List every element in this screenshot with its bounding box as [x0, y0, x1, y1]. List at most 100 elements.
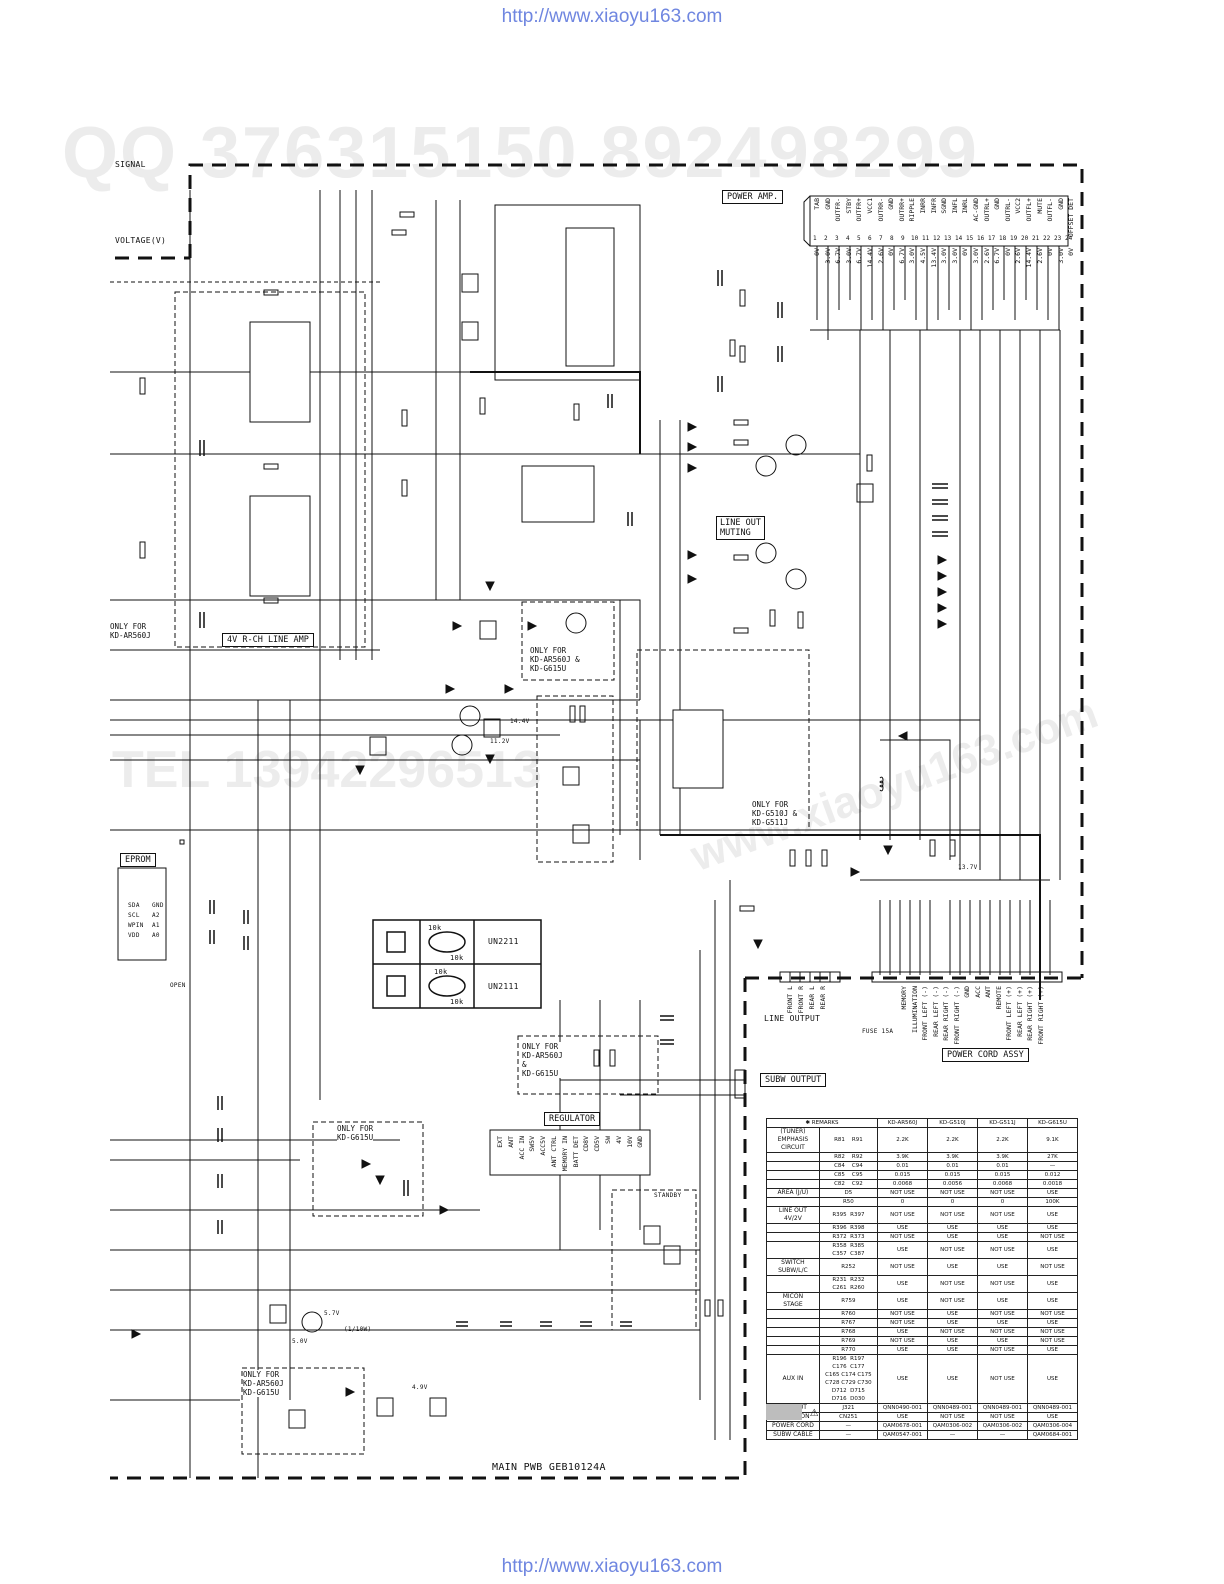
digital-transistors: [269, 273, 874, 1429]
power-amp-pin-name: OUTRL-: [1003, 198, 1012, 222]
table-cell-value: NOT USE: [976, 1309, 1028, 1319]
table-cell-part: D5: [818, 1188, 878, 1198]
power-amp-pin-voltage: 4.5V: [919, 248, 927, 264]
line-output-pin-name: REAR R: [819, 986, 827, 1010]
table-cell-value: USE: [976, 1292, 1028, 1310]
transistors: [301, 434, 807, 1333]
table-cell-value: NOT USE: [1026, 1232, 1079, 1242]
v49-label: 4.9V: [412, 1384, 428, 1391]
table-cell-value: NOT USE: [926, 1275, 978, 1293]
only-for-ar560-g615-b-label: ONLY FOR KD-AR560J & KD-G615U: [522, 1042, 563, 1078]
eprom-pin-name: WPIN: [128, 922, 144, 929]
svg-text:24: 24: [1065, 235, 1073, 242]
power-amp-pin-voltage: 2.6V: [1035, 248, 1044, 264]
table-cell-value: —: [1026, 1161, 1079, 1171]
power-amp-pin-voltage: 6.7V: [834, 248, 843, 264]
tr-table-part-b: UN2111: [488, 982, 519, 991]
power-cord-pin-name: ANT: [984, 986, 992, 998]
table-cell-part: R81 R91: [818, 1127, 878, 1153]
power-amp-pin-voltage: 0V: [961, 248, 970, 256]
regulator-ic: [489, 1129, 651, 1176]
table-cell-group: [766, 1170, 820, 1180]
svg-text:1: 1: [813, 235, 817, 242]
eprom-pin-name: A1: [152, 922, 160, 929]
table-cell-part: R767: [818, 1318, 878, 1328]
table-cell-group: [766, 1309, 820, 1319]
table-cell-value: QAM0547-001: [876, 1430, 928, 1440]
table-cell-value: NOT USE: [1026, 1309, 1079, 1319]
power-amp-pin-name: OUTFR-: [834, 198, 843, 222]
svg-text:5: 5: [857, 235, 861, 242]
table-header-g511j: KD-G511J: [976, 1118, 1028, 1128]
table-cell-value: USE: [876, 1241, 928, 1259]
table-cell-value: NOT USE: [926, 1412, 978, 1422]
table-cell-value: NOT USE: [926, 1241, 978, 1259]
table-cell-part: R231 R232 C261 R260: [818, 1275, 878, 1293]
table-cell-value: —: [976, 1430, 1028, 1440]
table-cell-value: NOT USE: [1026, 1258, 1079, 1276]
power-amp-pin-voltage: 2.6V: [1014, 248, 1023, 264]
table-cell-value: 2.2K: [926, 1127, 978, 1153]
table-cell-group: [766, 1161, 820, 1171]
table-cell-value: USE: [1026, 1206, 1079, 1224]
amp-switch-ic-top: [565, 227, 615, 367]
table-cell-value: QAM0306-002: [926, 1421, 978, 1431]
table-cell-value: 0.015: [976, 1170, 1028, 1180]
table-cell-value: USE: [976, 1232, 1028, 1242]
table-cell-value: USE: [876, 1275, 928, 1293]
header-url[interactable]: http://www.xiaoyu163.com: [501, 6, 723, 27]
only-for-g510-g511-label: ONLY FOR KD-G510J & KD-G511J: [752, 800, 798, 827]
table-cell-value: NOT USE: [876, 1188, 928, 1198]
power-amp-pin-voltage: 3.0V: [940, 248, 949, 264]
table-cell-value: 3.9K: [926, 1152, 978, 1162]
v11-label: 11.2V: [490, 738, 510, 745]
table-cell-value: USE: [876, 1292, 928, 1310]
power-amp-pin-voltage: 2.6V: [982, 248, 991, 264]
safety-legend-swatch: [766, 1404, 802, 1420]
table-cell-value: 0.01: [976, 1161, 1028, 1171]
footer-url[interactable]: http://www.xiaoyu163.com: [501, 1556, 723, 1577]
power-amp-pin-name: INRR: [919, 198, 927, 214]
tr-table-r2-a: 10k: [450, 954, 464, 962]
power-amp-pin-name: GND: [823, 198, 832, 210]
eprom-pin-name: VDD: [128, 932, 140, 939]
power-amp-pin-voltage: 14.4V: [1025, 248, 1033, 268]
table-cell-value: USE: [1026, 1292, 1079, 1310]
v13-label: 13.7V: [958, 864, 978, 871]
regulator-pin-name: BATT DET: [571, 1136, 580, 1168]
table-cell-value: NOT USE: [926, 1188, 978, 1198]
table-cell-value: USE: [926, 1258, 978, 1276]
power-amp-pin-name: OUTFL+: [1025, 198, 1033, 222]
table-cell-value: NOT USE: [976, 1188, 1028, 1198]
eprom-pin-name: A0: [152, 932, 160, 939]
table-cell-group: [766, 1152, 820, 1162]
svg-text:3: 3: [835, 235, 839, 242]
tr-table-r1-b: 10k: [434, 968, 448, 976]
power-cord-pin-name: FRONT LEFT (-): [921, 986, 929, 1041]
table-cell-value: 0.0018: [1026, 1179, 1079, 1189]
power-amp-pin-voltage: 13.4V: [929, 248, 938, 268]
table-cell-group: [766, 1241, 820, 1259]
table-cell-value: NOT USE: [1026, 1336, 1079, 1346]
table-cell-value: NOT USE: [976, 1345, 1028, 1355]
table-cell-part: R770: [818, 1345, 878, 1355]
power-cord-connector: [871, 971, 1063, 983]
power-amp-pin-voltage: 0V: [1003, 248, 1012, 256]
table-cell-value: NOT USE: [876, 1232, 928, 1242]
svg-text:15: 15: [966, 235, 974, 242]
line-output-label: LINE OUTPUT: [764, 1014, 821, 1023]
table-cell-value: USE: [1026, 1412, 1079, 1422]
regulator-pin-name: SW: [604, 1136, 612, 1144]
power-amp-pin-name: GND: [993, 198, 1002, 210]
regulator-pin-name: 10V: [625, 1136, 634, 1148]
table-cell-group: [766, 1327, 820, 1337]
table-cell-value: USE: [926, 1223, 978, 1233]
power-amp-pin-name: OFFSET DET: [1067, 198, 1076, 238]
svg-text:9: 9: [901, 235, 905, 242]
svg-text:23: 23: [1054, 235, 1062, 242]
